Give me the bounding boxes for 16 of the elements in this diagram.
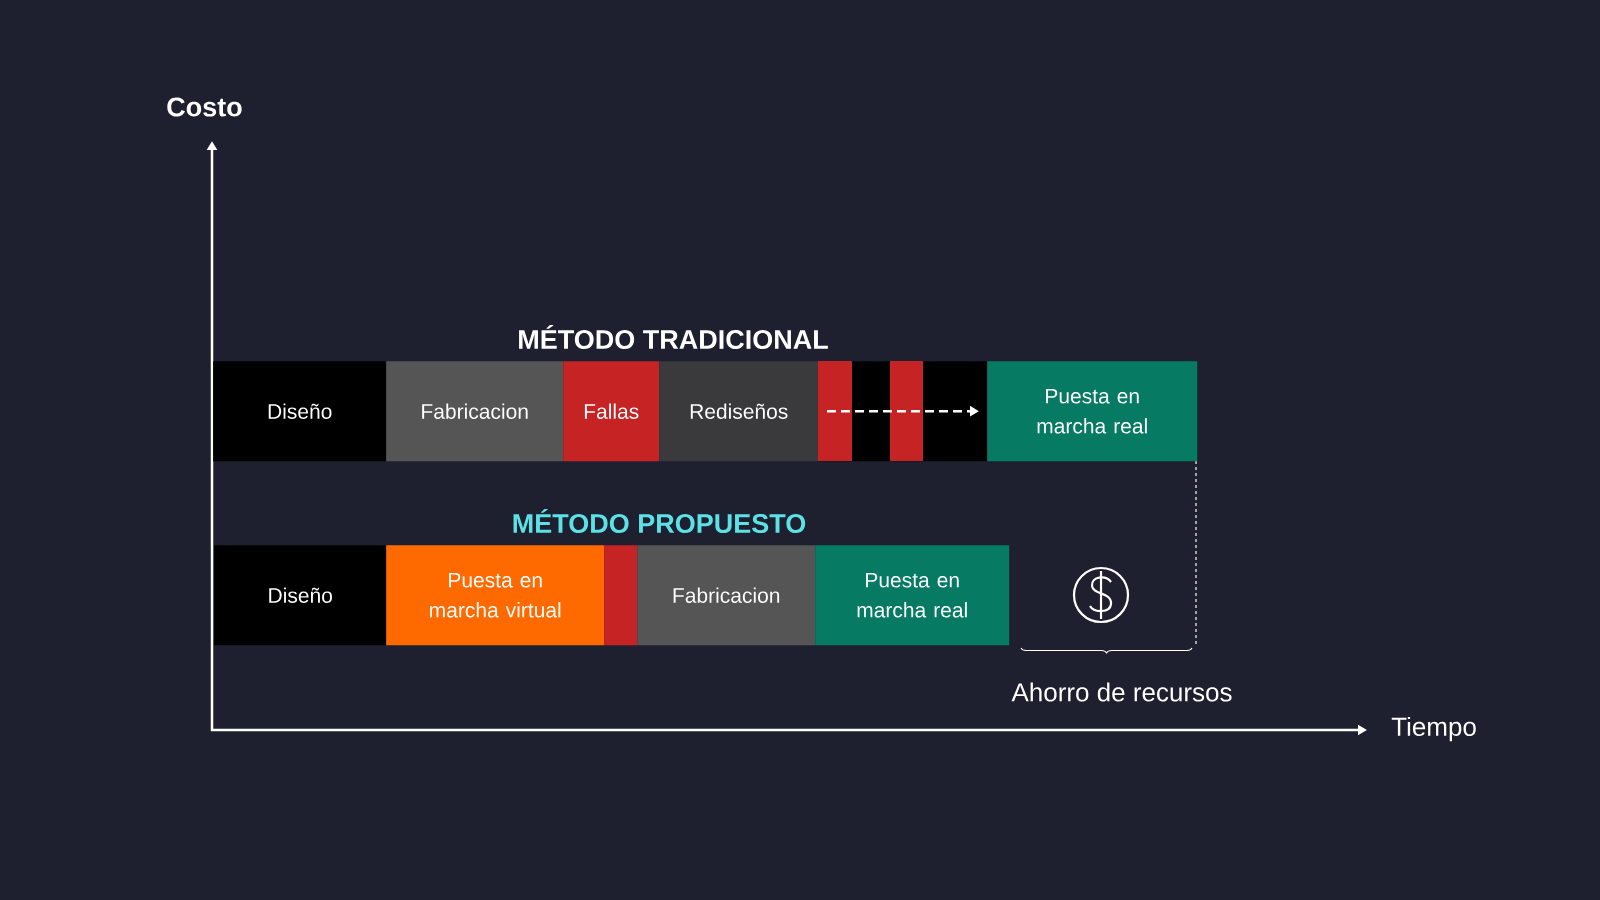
stage-box: Diseño	[214, 545, 387, 646]
stage-box: Fallas	[563, 361, 660, 462]
stage-box: Diseño	[213, 361, 387, 462]
stage-bar	[604, 545, 638, 646]
stage-box: Puesta en marcha real	[987, 361, 1198, 462]
stage-box: Puesta en marcha virtual	[386, 545, 605, 646]
stage-box: Rediseños	[659, 361, 819, 462]
axis-title: Costo	[167, 97, 242, 117]
section-title: MÉTODO PROPUESTO	[513, 508, 806, 534]
stage-box: Fabricacion	[386, 361, 564, 462]
stage-box: Puesta en marcha real	[815, 545, 1010, 646]
stage-bar	[818, 361, 988, 462]
annotation-text: Ahorro de recursos	[1011, 682, 1232, 702]
section-title: MÉTODO TRADICIONAL	[519, 324, 828, 350]
axis-title: Tiempo	[1391, 716, 1476, 742]
stage-box: Fabricacion	[637, 545, 816, 646]
